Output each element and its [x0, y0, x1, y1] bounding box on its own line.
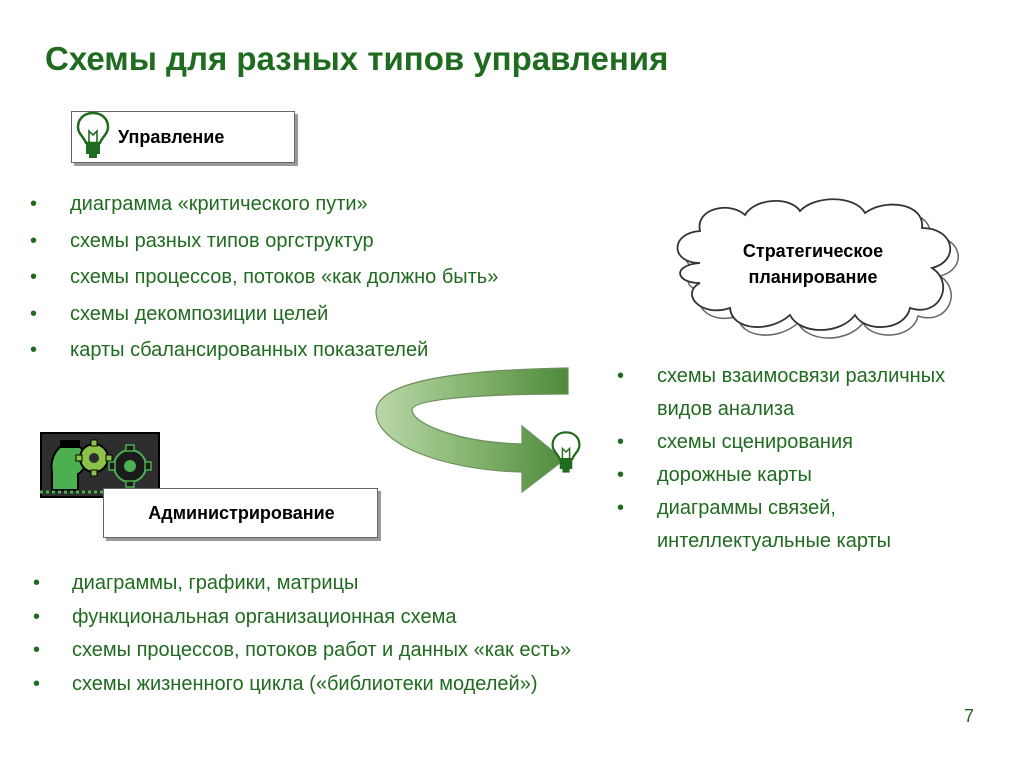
administration-list: диаграммы, графики, матрицы функциональн… — [33, 567, 571, 701]
lightbulb-icon — [76, 111, 110, 158]
strategic-list: схемы взаимосвязи различных видов анализ… — [617, 360, 987, 558]
strategic-planning-label: Стратегическое планирование — [688, 238, 938, 290]
cloud-shape — [676, 198, 959, 339]
management-label: Управление — [118, 126, 225, 147]
strategic-label-line2: планирование — [748, 267, 878, 287]
strategic-label-line1: Стратегическое — [742, 241, 884, 261]
management-list: диаграмма «критического пути» схемы разн… — [30, 186, 498, 369]
list-item: дорожные карты — [617, 459, 987, 492]
management-label-box: Управление — [71, 111, 295, 163]
list-item: схемы разных типов оргструктур — [30, 223, 498, 260]
list-item: схемы процессов, потоков работ и данных … — [33, 634, 571, 668]
curved-arrow-icon — [375, 367, 569, 494]
list-item: схемы жизненного цикла («библиотеки моде… — [33, 668, 571, 702]
administration-label-box: Администрирование — [103, 488, 378, 538]
gears-person-icon — [40, 432, 160, 498]
list-item: диаграммы, графики, матрицы — [33, 567, 571, 601]
page-number: 7 — [964, 706, 975, 726]
slide-title: Схемы для разных типов управления — [45, 40, 669, 77]
list-item: схемы сценирования — [617, 426, 987, 459]
list-item: функциональная организационная схема — [33, 601, 571, 635]
administration-label: Администрирование — [148, 502, 335, 523]
list-item: карты сбалансированных показателей — [30, 332, 498, 369]
list-item: схемы процессов, потоков «как должно быт… — [30, 259, 498, 296]
list-item: схемы взаимосвязи различных видов анализ… — [617, 360, 987, 426]
lightbulb-icon — [551, 431, 581, 473]
list-item: диаграмма «критического пути» — [30, 186, 498, 223]
list-item: диаграммы связей, интеллектуальные карты — [617, 492, 987, 558]
list-item: схемы декомпозиции целей — [30, 296, 498, 333]
